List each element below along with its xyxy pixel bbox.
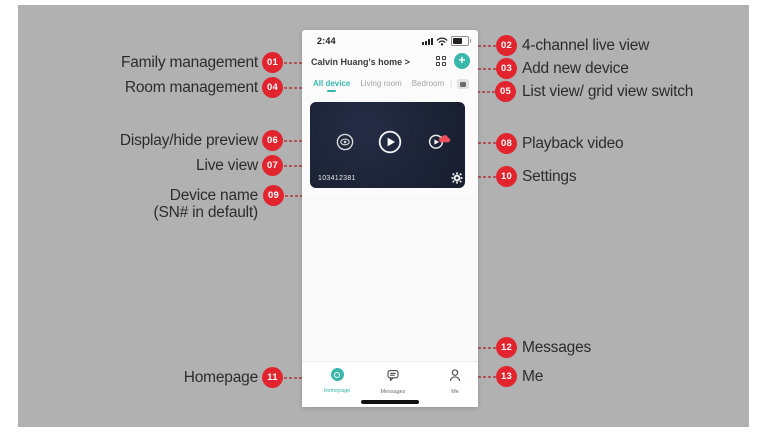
room-tabs-row: All device Living room Bedroom | <box>302 76 478 96</box>
annotation-room-management: Room management <box>124 79 258 96</box>
annotation-device-name: Device name (SN# in default) <box>153 187 259 221</box>
badge-06: 06 <box>262 130 283 151</box>
tab-all-device[interactable]: All device <box>313 79 350 92</box>
annotation-add-new-device: Add new device <box>522 60 629 77</box>
badge-04: 04 <box>262 77 283 98</box>
live-view-play-button[interactable] <box>378 130 402 159</box>
annotation-family-management: Family management <box>120 54 258 71</box>
home-header: Calvin Huang's home > + <box>302 53 478 72</box>
annotation-messages: Messages <box>522 339 592 356</box>
status-time: 2:44 <box>317 36 336 46</box>
badge-02: 02 <box>496 35 517 56</box>
annotation-playback-video: Playback video <box>522 135 624 152</box>
phone-mockup: 2:44 Calvin Huang's home > + <box>302 30 478 407</box>
badge-03: 03 <box>496 58 517 79</box>
add-device-button[interactable]: + <box>454 53 470 69</box>
annotation-4-channel-live-view: 4-channel live view <box>522 37 650 54</box>
cloud-alert-badge <box>438 130 451 148</box>
list-grid-view-switch-icon[interactable] <box>457 79 469 89</box>
homepage-icon <box>330 368 344 381</box>
badge-13: 13 <box>496 366 517 387</box>
tab-living-room[interactable]: Living room <box>360 79 402 88</box>
device-name-label: 103412381 <box>318 175 356 182</box>
status-icons <box>422 36 471 46</box>
device-card[interactable]: 103412381 <box>310 102 465 188</box>
content-area <box>302 196 478 362</box>
room-tabs: All device Living room Bedroom <box>313 79 444 92</box>
annotation-list-grid-view-switch: List view/ grid view switch <box>522 83 694 100</box>
annotation-display-hide-preview: Display/hide preview <box>119 132 258 149</box>
badge-10: 10 <box>496 166 517 187</box>
nav-messages[interactable]: Messages <box>367 368 419 395</box>
settings-gear-icon[interactable] <box>451 171 463 189</box>
badge-07: 07 <box>262 155 283 176</box>
display-hide-preview-eye-icon[interactable] <box>336 133 354 156</box>
battery-icon <box>451 36 471 46</box>
annotation-settings: Settings <box>522 168 577 185</box>
status-bar: 2:44 <box>302 35 478 47</box>
badge-09: 09 <box>263 185 284 206</box>
nav-homepage[interactable]: Homepage <box>311 368 363 394</box>
annotation-homepage: Homepage <box>183 369 258 386</box>
badge-12: 12 <box>496 337 517 358</box>
home-indicator <box>361 400 419 404</box>
four-channel-grid-icon[interactable] <box>436 56 446 66</box>
messages-icon <box>387 370 399 381</box>
badge-01: 01 <box>262 52 283 73</box>
badge-11: 11 <box>262 367 283 388</box>
active-tab-underline <box>327 90 337 92</box>
annotation-me: Me <box>522 368 544 385</box>
annotation-live-view: Live view <box>196 157 258 174</box>
cellular-signal-icon <box>422 37 433 45</box>
family-management-title[interactable]: Calvin Huang's home > <box>311 57 410 67</box>
badge-05: 05 <box>495 81 516 102</box>
tab-bedroom[interactable]: Bedroom <box>411 79 445 88</box>
wifi-icon <box>436 37 448 46</box>
me-person-icon <box>449 369 461 382</box>
badge-08: 08 <box>496 133 517 154</box>
tab-separator: | <box>450 79 453 88</box>
nav-me[interactable]: Me <box>429 368 481 395</box>
bottom-navigation: Homepage Messages <box>302 361 478 407</box>
